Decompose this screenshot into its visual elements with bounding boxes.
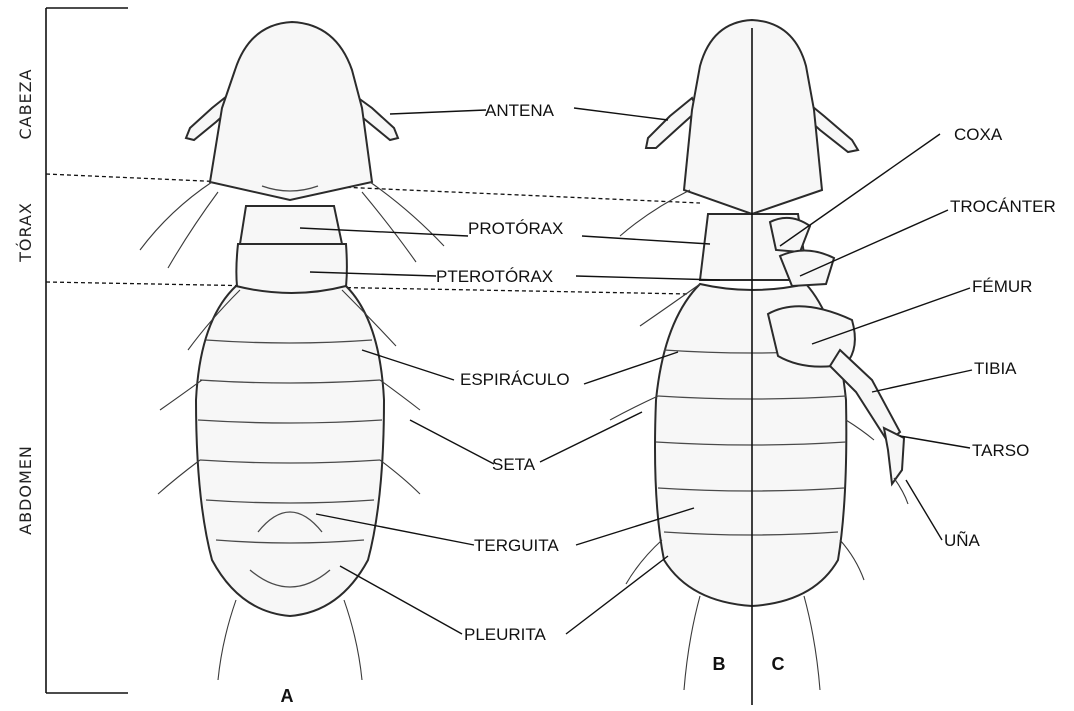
specimen-a-head xyxy=(210,22,372,200)
specimen-bc-split: B C xyxy=(610,20,908,705)
leader-pterotorax-b xyxy=(576,276,720,280)
leader-seta-b xyxy=(540,412,642,462)
label-pterotorax: PTEROTÓRAX xyxy=(436,267,553,286)
leader-antena-a xyxy=(390,110,486,114)
label-antena: ANTENA xyxy=(485,101,555,120)
specimen-a-seta xyxy=(344,600,362,680)
label-tarso: TARSO xyxy=(972,441,1029,460)
specimen-b-seta xyxy=(626,540,662,584)
region-label-abdomen: ABDOMEN xyxy=(16,445,35,535)
specimen-a-prothorax xyxy=(240,206,342,244)
label-protorax: PROTÓRAX xyxy=(468,219,563,238)
label-seta: SETA xyxy=(492,455,536,474)
specimen-a-seta xyxy=(362,192,416,262)
label-tibia: TIBIA xyxy=(974,359,1017,378)
specimen-b-seta xyxy=(620,190,690,236)
label-una: UÑA xyxy=(944,531,981,550)
label-pleurita: PLEURITA xyxy=(464,625,547,644)
specimen-a-seta xyxy=(218,600,236,680)
specimen-c-seta xyxy=(804,596,820,690)
leader-lines xyxy=(300,108,972,634)
panel-label-c: C xyxy=(772,654,785,674)
specimen-bc-head xyxy=(684,20,822,214)
panel-label-a: A xyxy=(281,686,294,706)
leader-protorax-b xyxy=(582,236,710,244)
region-label-cabeza: CABEZA xyxy=(16,68,35,139)
specimen-a-seta xyxy=(380,460,420,494)
specimen-c-coxa xyxy=(770,218,810,252)
leader-seta-a xyxy=(410,420,494,464)
body-region-scale: CABEZA TÓRAX ABDOMEN xyxy=(16,8,128,693)
specimen-c-seta xyxy=(840,540,864,580)
specimen-a-dorsal: A xyxy=(140,22,444,706)
region-label-torax: TÓRAX xyxy=(16,202,35,263)
specimen-c-seta xyxy=(846,420,874,440)
specimen-c-claw xyxy=(894,478,908,504)
specimen-a-seta xyxy=(380,380,420,410)
leader-trocanter xyxy=(800,210,948,276)
leader-tarso xyxy=(900,436,970,448)
label-terguita: TERGUITA xyxy=(474,536,559,555)
thorax-abdomen-boundary xyxy=(46,282,690,294)
leader-una xyxy=(906,480,942,540)
leader-antena-b xyxy=(574,108,668,120)
leader-pleurita-a xyxy=(340,566,462,634)
leader-tibia xyxy=(872,370,972,392)
specimen-a-seta xyxy=(158,460,200,494)
specimen-a-abdomen xyxy=(196,286,384,616)
head-thorax-boundary xyxy=(46,174,700,203)
label-femur: FÉMUR xyxy=(972,277,1032,296)
leader-pleurita-b xyxy=(566,556,668,634)
panel-label-b: B xyxy=(713,654,726,674)
label-coxa: COXA xyxy=(954,125,1003,144)
specimen-a-seta xyxy=(168,192,218,268)
label-trocanter: TROCÁNTER xyxy=(950,197,1056,216)
label-espiraculo: ESPIRÁCULO xyxy=(460,370,570,389)
specimen-b-seta xyxy=(684,596,700,690)
